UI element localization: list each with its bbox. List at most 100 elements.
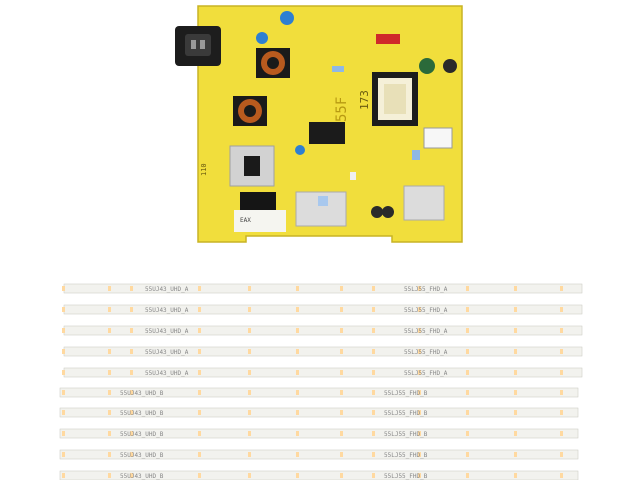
- led-chip: [296, 286, 299, 291]
- led-chip: [466, 349, 469, 354]
- led-chip: [198, 452, 201, 457]
- led-chip: [560, 431, 563, 436]
- led-chip: [514, 410, 517, 415]
- led-chip: [560, 307, 563, 312]
- led-chip: [560, 370, 563, 375]
- led-chip: [418, 286, 421, 291]
- strip-label-left: 55UJ43_UHD_B: [120, 473, 164, 480]
- heatsink: [229, 145, 275, 187]
- led-strip: [63, 304, 583, 315]
- led-chip: [560, 349, 563, 354]
- led-chip: [418, 410, 421, 415]
- led-chip: [296, 370, 299, 375]
- strip-label-right: 55LJ55_FHD_B: [384, 473, 428, 480]
- led-chip: [62, 349, 65, 354]
- led-chip: [372, 307, 375, 312]
- led-chip: [340, 410, 343, 415]
- led-chip: [108, 307, 111, 312]
- led-chip: [198, 370, 201, 375]
- led-chip: [466, 410, 469, 415]
- led-chip: [466, 286, 469, 291]
- led-chip: [198, 410, 201, 415]
- model-marking: 55F: [334, 97, 350, 122]
- led-chip: [108, 390, 111, 395]
- led-chip: [296, 452, 299, 457]
- strip-label-left: 55UJ43_UHD_B: [120, 410, 164, 417]
- led-chip: [296, 349, 299, 354]
- led-chip: [296, 410, 299, 415]
- led-chip: [560, 452, 563, 457]
- y-capacitor: [256, 32, 268, 44]
- led-chip: [198, 473, 201, 478]
- led-chip: [108, 473, 111, 478]
- led-chip: [296, 390, 299, 395]
- strip-label-right: 55LJ55_FHD_A: [404, 370, 448, 377]
- led-chip: [372, 390, 375, 395]
- led-chip: [340, 390, 343, 395]
- led-chip: [248, 370, 251, 375]
- led-chip: [340, 349, 343, 354]
- led-chip: [466, 473, 469, 478]
- led-chip: [62, 452, 65, 457]
- label-code: EAX: [240, 217, 251, 224]
- led-chip: [372, 452, 375, 457]
- common-mode-choke: [233, 96, 267, 126]
- led-chip: [198, 328, 201, 333]
- output-connector: [423, 127, 453, 149]
- led-chip: [296, 328, 299, 333]
- led-strip: [59, 428, 579, 439]
- led-chip: [340, 370, 343, 375]
- label-sticker: [234, 210, 286, 232]
- led-chip: [418, 390, 421, 395]
- led-chip: [372, 370, 375, 375]
- transformer: [372, 72, 418, 126]
- led-chip: [514, 431, 517, 436]
- led-chip: [108, 370, 111, 375]
- led-chip: [372, 286, 375, 291]
- led-chip: [248, 349, 251, 354]
- led-strips: 55UJ43_UHD_A 55LJ55_FHD_A 55UJ43_UHD_A 55LJ…: [59, 283, 583, 480]
- y-capacitor: [280, 11, 294, 25]
- led-chip: [514, 390, 517, 395]
- electrolytic-capacitor: [382, 206, 394, 218]
- led-chip: [62, 473, 65, 478]
- led-chip: [514, 452, 517, 457]
- led-strip: [63, 325, 583, 336]
- led-chip: [560, 410, 563, 415]
- strip-label-left: 55UJ43_UHD_A: [145, 349, 189, 356]
- led-chip: [248, 390, 251, 395]
- led-chip: [248, 431, 251, 436]
- strip-label-right: 55LJ55_FHD_B: [384, 390, 428, 397]
- led-chip: [372, 410, 375, 415]
- led-chip: [514, 307, 517, 312]
- led-chip: [130, 307, 133, 312]
- led-chip: [466, 390, 469, 395]
- led-chip: [340, 473, 343, 478]
- led-chip: [466, 431, 469, 436]
- led-chip: [514, 473, 517, 478]
- led-strip: [59, 449, 579, 460]
- led-chip: [130, 390, 133, 395]
- led-chip: [418, 307, 421, 312]
- led-chip: [198, 307, 201, 312]
- led-chip: [418, 328, 421, 333]
- led-chip: [418, 431, 421, 436]
- smd-component: [412, 150, 420, 160]
- led-chip: [340, 431, 343, 436]
- led-strip: [59, 470, 579, 480]
- led-strip: [63, 346, 583, 357]
- led-strip: [63, 367, 583, 378]
- led-chip: [62, 410, 65, 415]
- led-strip: [59, 407, 579, 418]
- led-chip: [372, 349, 375, 354]
- relay: [318, 196, 328, 206]
- led-chip: [130, 370, 133, 375]
- led-chip: [514, 328, 517, 333]
- led-chip: [130, 431, 133, 436]
- led-chip: [466, 370, 469, 375]
- led-chip: [62, 390, 65, 395]
- led-chip: [130, 328, 133, 333]
- strip-label-right: 55LJ55_FHD_B: [384, 410, 428, 417]
- strip-label-right: 55LJ55_FHD_B: [384, 452, 428, 459]
- strip-label-left: 55UJ43_UHD_A: [145, 370, 189, 377]
